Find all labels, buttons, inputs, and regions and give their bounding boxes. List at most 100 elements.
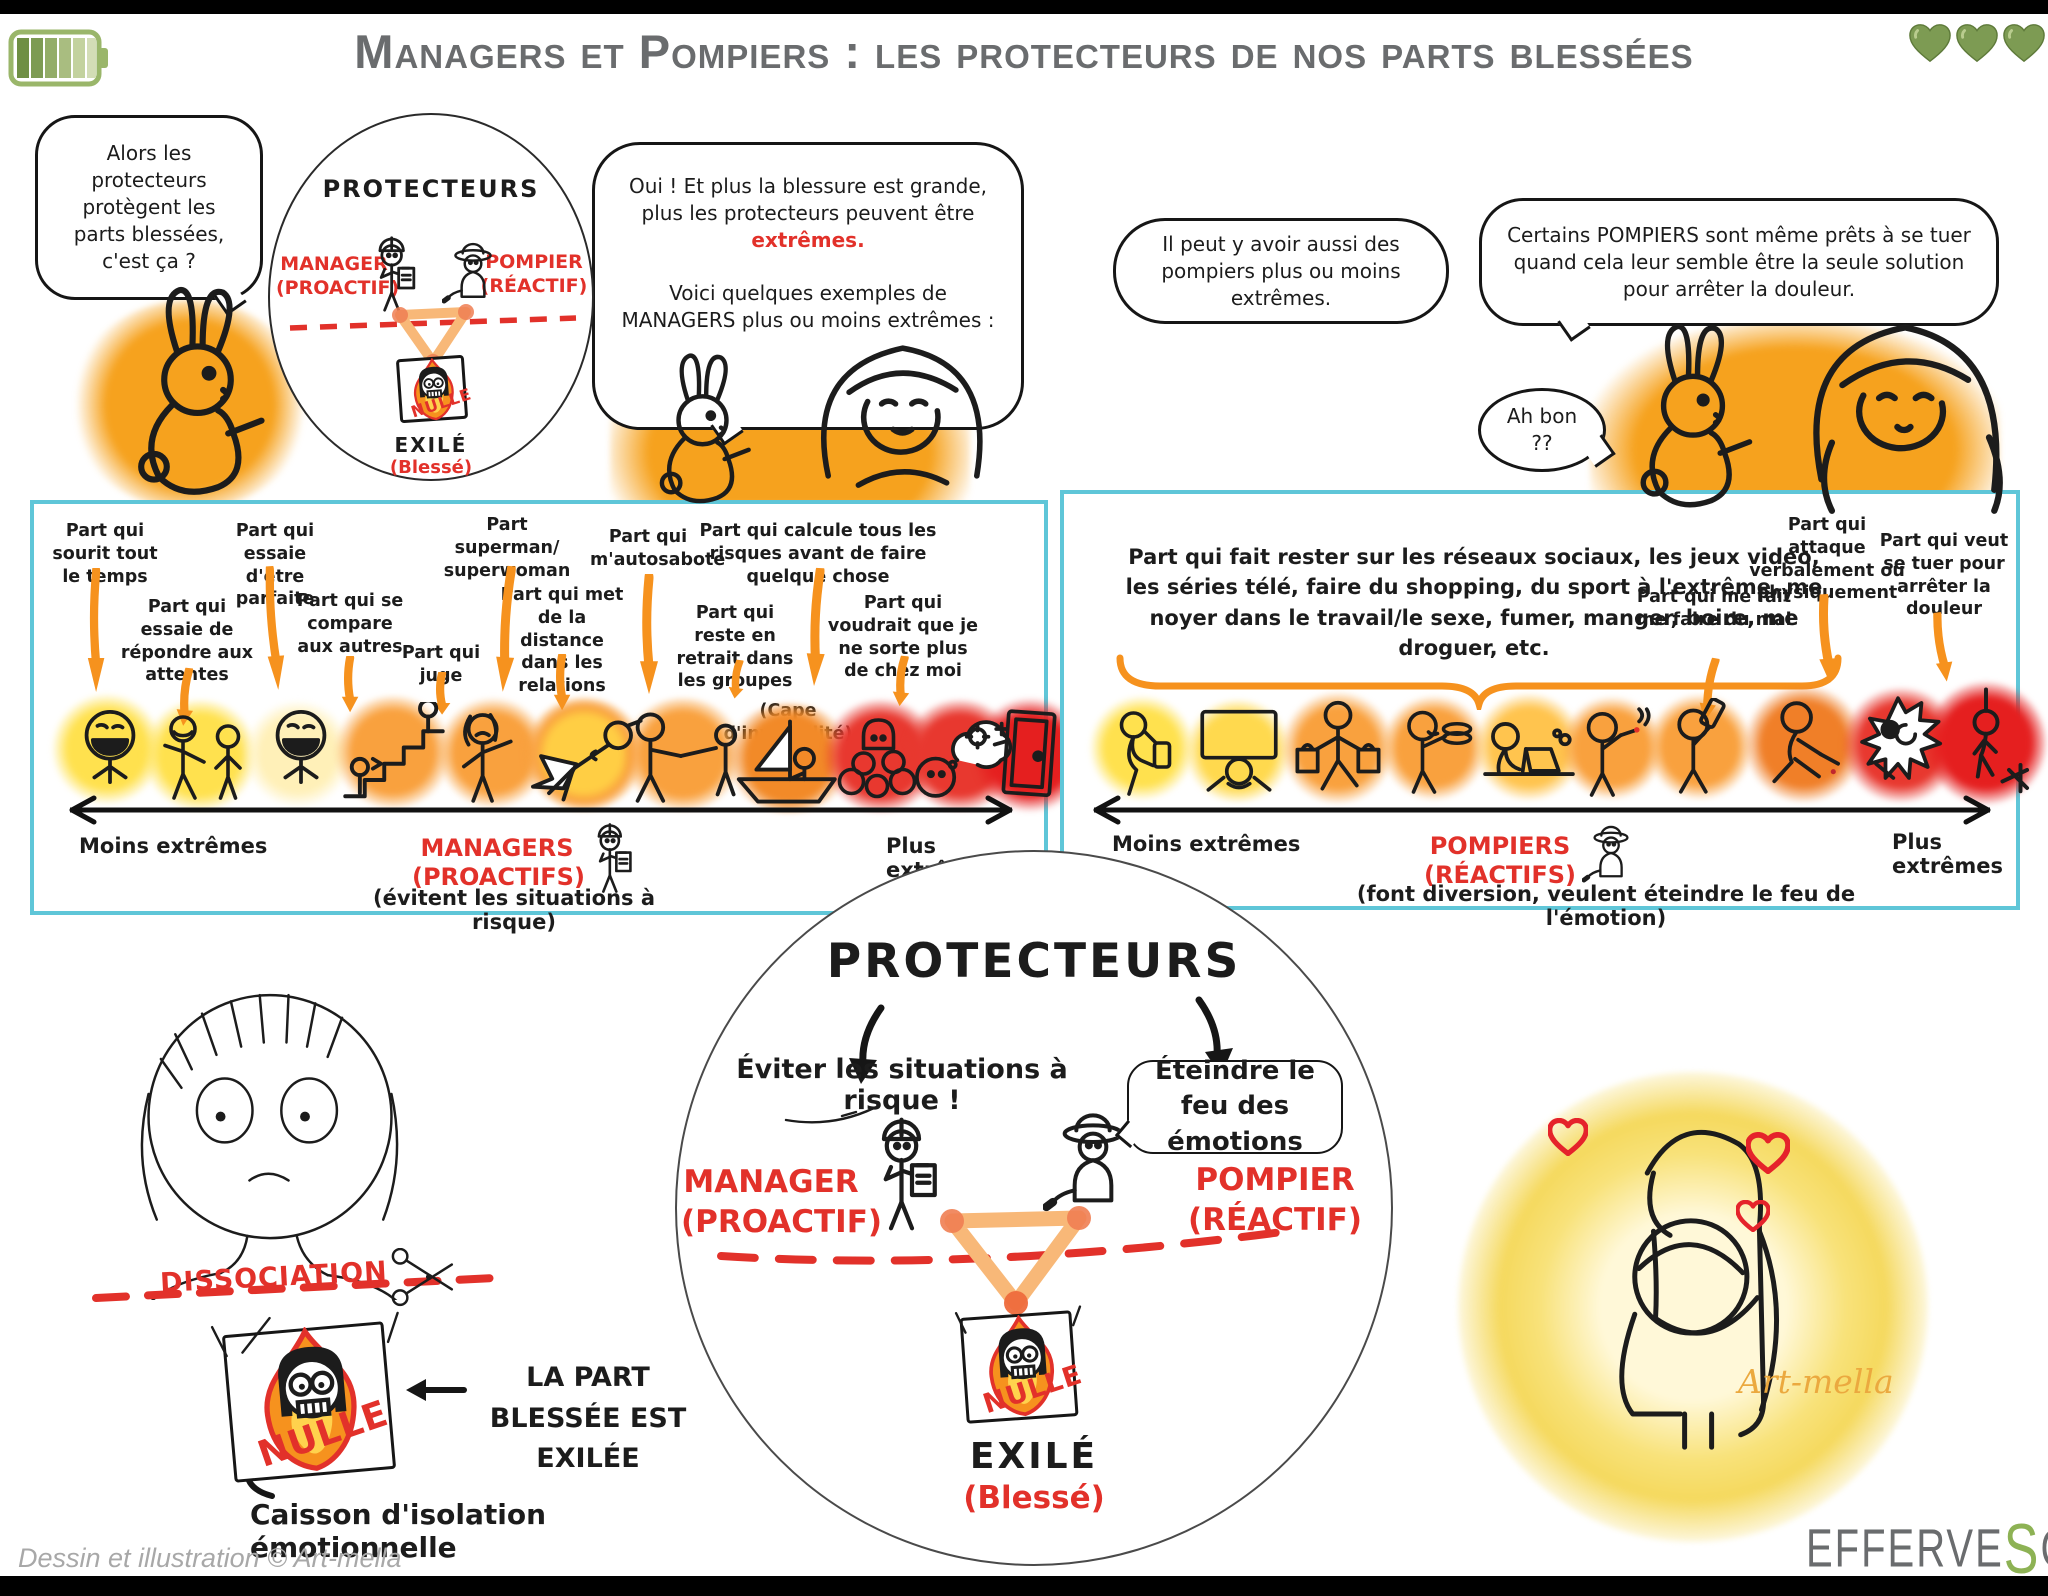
exile-label: EXILÉ <box>969 1436 1099 1477</box>
speech-bubble-question: Alors les protecteurs protègent les part… <box>35 115 263 316</box>
suicide-icon <box>1972 687 2030 794</box>
shopping-icon <box>1295 700 1381 791</box>
manager-item-label: Part qui sourit tout le temps <box>52 521 158 587</box>
speech-bubble-pompiers-left: Il peut y avoir aussi des pompiers plus … <box>1113 218 1449 324</box>
exile-box: NULLE <box>954 1305 1086 1424</box>
manager-label: MANAGER (PROACTIF) <box>681 1164 883 1241</box>
page-title: Managers et Pompiers : les protecteurs d… <box>354 25 1694 78</box>
manager-item-label: Part qui essaie de répondre aux attentes <box>120 597 254 685</box>
orange-arrow-icon <box>725 659 750 701</box>
hug-glow <box>1458 1072 1928 1542</box>
orange-arrow-icon <box>86 568 108 696</box>
pompiers-axis <box>1093 795 1991 825</box>
triangle-diagram <box>289 304 577 370</box>
protectors-circle-top: PROTECTEURS MANAGER (PROACTIF) POMPIER (… <box>268 113 594 481</box>
speech-bubble-surprise: Ah bon ?? <box>1478 388 1616 472</box>
self-harm-icon <box>1772 701 1840 784</box>
top-black-bar <box>0 0 2048 14</box>
pompier-label: POMPIER (RÉACTIF) <box>480 251 588 297</box>
down-arrow-icon <box>849 1004 885 1084</box>
orange-arrow-icon <box>1927 611 1959 685</box>
red-heart-icon <box>1548 1118 1588 1156</box>
orange-arrow-icon <box>638 574 662 698</box>
protectors-title: PROTECTEURS <box>826 934 1242 989</box>
pompiers-harm-label: Part qui me fait me faire du mal <box>1636 587 1792 630</box>
girl-character-icon <box>1780 296 2020 516</box>
green-heart-icon <box>1908 23 1952 63</box>
orange-arrow-icon <box>889 655 916 709</box>
red-heart-icon <box>1746 1132 1790 1174</box>
manager-item-label: Part qui m'autosabote <box>590 527 726 570</box>
attacking-icon <box>1860 696 1943 780</box>
manager-item-label: Part qui met de la distance dans les rel… <box>500 585 624 696</box>
protectors-circle-bottom: PROTECTEURS Éviter les situations à risq… <box>675 850 1393 1566</box>
girl-character-icon <box>790 318 1015 513</box>
computer-gaming-icon <box>1483 722 1575 776</box>
manager-item-label: Part qui juge <box>401 643 481 686</box>
rabbit-character-icon <box>640 352 765 507</box>
bubble-managers-line2: Voici quelques exemples de MANAGERS plus… <box>621 281 995 332</box>
speech-bubble-managers: Oui ! Et plus la blessure est grande, pl… <box>592 142 1024 446</box>
left-arrow-icon <box>406 1379 467 1401</box>
caisson-caption: Caisson d'isolation émotionnelle <box>250 1498 547 1564</box>
rabbit-character-icon <box>110 285 285 500</box>
pompiers-note: (font diversion, veulent éteindre le feu… <box>1356 882 1856 930</box>
orange-arrow-icon <box>1813 593 1843 686</box>
isolation-box: NULLE <box>210 1311 399 1483</box>
bottom-black-bar <box>0 1576 2048 1596</box>
footer-credit: Dessin et illustration © Art-mella <box>18 1543 402 1573</box>
judging-part-icon <box>462 713 513 803</box>
exile-sub-label: (Blessé) <box>963 1480 1105 1516</box>
bubble-question-text: Alors les protecteurs protègent les part… <box>73 141 225 273</box>
manager-item-label: Part qui voudrait que je ne sorte plus d… <box>827 593 979 682</box>
hearts-row <box>1908 22 2046 64</box>
green-heart-icon <box>1955 23 1999 63</box>
perfect-part-icon <box>275 709 327 784</box>
scissors-icon <box>391 1248 454 1307</box>
managers-panel: Part qui sourit tout le temps Part qui e… <box>30 500 1086 934</box>
axis-left-label: Moins extrêmes <box>79 834 268 858</box>
comparison-stairs-icon <box>343 702 445 799</box>
pompiers-attack-label: Part qui attaque verbalement ou physique… <box>1749 515 1905 603</box>
smoking-icon <box>1586 707 1651 797</box>
rabbit-character-icon <box>1618 322 1768 512</box>
pleasing-part-icon <box>163 715 242 800</box>
manager-item-label: Part qui se compare aux autres <box>296 591 404 657</box>
orange-arrow-icon <box>552 654 574 712</box>
managers-axis <box>69 795 1013 825</box>
phone-scrolling-icon <box>1119 711 1172 796</box>
pompiers-suicide-label: Part qui veut se tuer pour arrêter la do… <box>1879 531 2009 620</box>
pompier-action-bubble: Éteindre le feu des émotions <box>1114 1056 1343 1157</box>
artist-signature: Art-mella <box>1738 1362 1894 1401</box>
managers-center-title: MANAGERS (PROACTIFS) <box>412 834 585 891</box>
pompiers-big-label: Part qui fait rester sur les réseaux soc… <box>1125 545 1823 661</box>
eating-icon <box>1407 710 1473 794</box>
axis-left-label: Moins extrêmes <box>1112 832 1301 856</box>
distance-part-icon <box>635 712 738 803</box>
manager-label: MANAGER (PROACTIF) <box>276 253 400 299</box>
effervescience-logo: EFFERVESCIENCE <box>1806 1511 2048 1590</box>
exile-sub-label: (Blessé) <box>389 457 473 478</box>
bubble-managers-line1: Oui ! Et plus la blessure est grande, pl… <box>628 174 988 252</box>
axis-right-label: Plus extrêmes <box>1892 830 2004 878</box>
firefighter-character-icon <box>1582 820 1640 888</box>
managers-note: (évitent les situations à risque) <box>372 886 655 934</box>
manager-action-label: Éviter les situations à risque ! <box>736 1054 1068 1116</box>
manager-character-icon <box>597 823 632 893</box>
triangle-diagram <box>717 1206 1286 1315</box>
pompiers-center-title: POMPIERS (RÉACTIFS) <box>1424 832 1576 889</box>
exile-label: EXILÉ <box>394 433 468 457</box>
exiled-caption: LA PART BLESSÉE EST EXILÉE <box>489 1362 687 1474</box>
tv-watching-icon <box>1200 709 1278 792</box>
self-sabotage-boat-icon <box>736 719 837 804</box>
green-heart-icon <box>2002 23 2046 63</box>
drinking-icon <box>1677 698 1727 794</box>
smiling-part-icon <box>84 709 136 784</box>
battery-icon <box>8 29 108 87</box>
manager-item-label: Part qui essaie d'être parfaite <box>235 521 315 610</box>
protectors-title: PROTECTEURS <box>322 175 540 203</box>
orange-brace <box>1116 654 1842 710</box>
pompiers-panel: Part qui fait rester sur les réseaux soc… <box>1060 490 2046 930</box>
speech-bubble-pompiers-right: Certains POMPIERS sont même prêts à se t… <box>1479 198 1999 342</box>
